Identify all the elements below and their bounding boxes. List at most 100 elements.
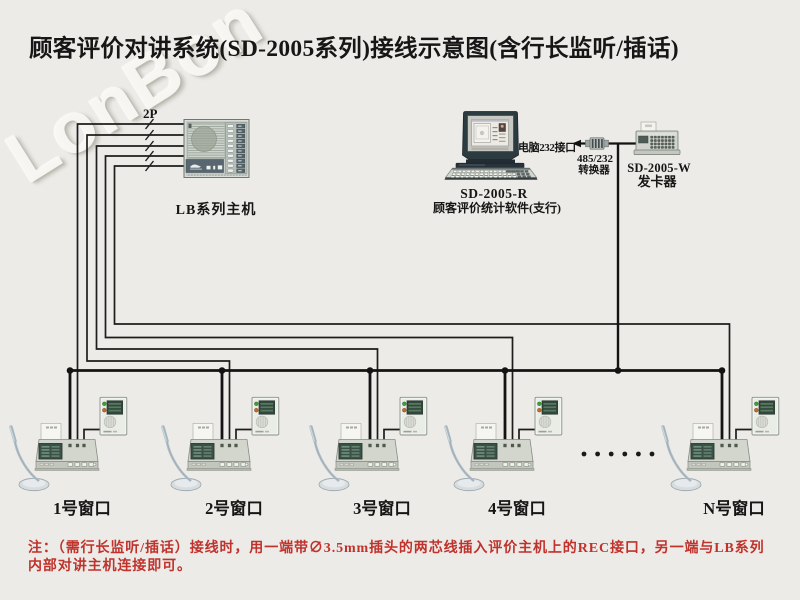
host-2p-wire-3 [95, 145, 379, 446]
wall-indicator-unit [534, 396, 563, 436]
host-speaker-grille-part [191, 126, 217, 152]
screen-content-part [492, 139, 498, 141]
wires [66, 118, 731, 446]
issuer-keypad-part [668, 146, 671, 149]
gooseneck-microphone-part [166, 441, 192, 482]
evaluator-terminal-part [41, 446, 50, 448]
wall-indicator-unit-part [413, 430, 417, 433]
host-bottom-panel-part [190, 168, 202, 170]
evaluator-terminal-part [510, 443, 515, 448]
issuer-keypad-part [664, 142, 668, 146]
gooseneck-microphone [444, 425, 485, 492]
wall-indicator-unit-part [260, 406, 273, 409]
ellipsis-dots [581, 451, 655, 457]
wall-indicator-unit-part [108, 406, 121, 409]
cable-tick-2 [144, 129, 155, 141]
junction-dot-3 [366, 367, 374, 374]
keyboard-part [457, 170, 462, 173]
host-button-panel-part [227, 129, 234, 133]
gooseneck-microphone-part [666, 441, 692, 482]
evaluator-terminal-part [476, 446, 485, 448]
host-speaker-grille-part [191, 126, 217, 152]
mic-head [9, 425, 17, 443]
wall-indicator-unit-part [752, 398, 778, 435]
keyboard-part [475, 172, 479, 176]
computer-model-label: SD-2005-R [460, 185, 528, 201]
host-button-panel-part [238, 170, 242, 172]
mic-head [161, 425, 169, 443]
evaluator-terminal-part [374, 462, 380, 467]
keyboard-part [461, 172, 466, 176]
computer [444, 111, 538, 180]
evaluator-terminal-part [191, 463, 196, 466]
keyboard-part [488, 172, 493, 176]
keyboard-part [452, 172, 456, 176]
evaluator-terminal [469, 423, 535, 471]
evaluator-terminal-part [698, 426, 701, 429]
wall-indicator-unit-part [755, 430, 764, 433]
issuer-keypad-part [650, 139, 654, 142]
evaluator-terminal-part [81, 462, 87, 467]
converter-485-232-part [601, 139, 603, 148]
evaluator-terminal-part [202, 426, 205, 429]
gooseneck-microphone [9, 425, 50, 492]
evaluator-terminal-part [203, 455, 212, 457]
evaluator-terminal-part [484, 463, 489, 466]
keyboard-part [456, 172, 461, 176]
ellipsis-dot [595, 451, 600, 457]
wall-unit-led-green [402, 401, 407, 406]
host-2p-wire-1 [76, 123, 184, 446]
keyboard-part [484, 172, 489, 176]
wall-unit-speaker [755, 415, 769, 429]
cable-tick-4 [144, 150, 155, 162]
keyboard-part [516, 172, 521, 176]
evaluator-terminal-part [693, 449, 702, 451]
station-3 [309, 396, 428, 492]
station-label-2: 2号窗口 [205, 499, 263, 518]
evaluator-terminal-part [234, 443, 238, 448]
note-line-1: 注：（需行长监听/插话）接线时，用一端带∅3.5mm插头的两芯线插入评价主机上的… [28, 540, 765, 556]
gooseneck-microphone [309, 425, 350, 492]
issuer-keypad-part [671, 139, 675, 142]
gooseneck-microphone-part [665, 441, 692, 483]
wall-indicator-unit-part [108, 409, 121, 412]
evaluator-terminal-part [481, 426, 484, 429]
evaluator-terminal-part [203, 452, 212, 454]
host-button-panel [225, 122, 248, 174]
evaluator-terminal-part [527, 462, 532, 467]
evaluator-terminal [34, 423, 100, 471]
host-speaker-grille [187, 122, 226, 159]
keyboard-part [475, 170, 480, 173]
gooseneck-microphone-part [448, 441, 475, 483]
wall-indicator-unit-part [100, 398, 126, 435]
evaluator-terminal-part [368, 443, 372, 448]
issuer-keypad-part [657, 139, 661, 142]
evaluator-terminal-part [693, 446, 702, 448]
issuer-keypad-part [653, 135, 657, 139]
evaluator-terminal-part [686, 468, 752, 471]
converter-label-line1: 485/232 [576, 152, 614, 165]
wall-unit-speaker-part [403, 415, 417, 429]
evaluator-terminal-part [706, 426, 709, 429]
evaluator-terminal-part [341, 452, 350, 454]
host-button-panel-part [227, 163, 234, 168]
evaluator-terminal-part [67, 462, 73, 467]
screen-content-part [492, 131, 498, 133]
ellipsis-dot [581, 451, 587, 457]
host-2p-wire-2 [86, 134, 231, 446]
gooseneck-microphone [161, 425, 202, 492]
evaluator-terminal-part [201, 463, 206, 466]
evaluator-terminal-part [75, 443, 80, 448]
issuer-keypad-part [668, 142, 671, 146]
gooseneck-microphone-part [322, 479, 346, 488]
evaluator-terminal-part [41, 455, 50, 457]
evaluator-terminal [686, 423, 752, 471]
gooseneck-microphone [661, 425, 702, 492]
issuer-keypad-part [657, 142, 661, 146]
wall-unit-led-orange [402, 408, 407, 413]
junction-dot-4 [501, 367, 509, 374]
issuer-keypad-part [661, 146, 664, 149]
host-bottom-panel [185, 159, 224, 173]
